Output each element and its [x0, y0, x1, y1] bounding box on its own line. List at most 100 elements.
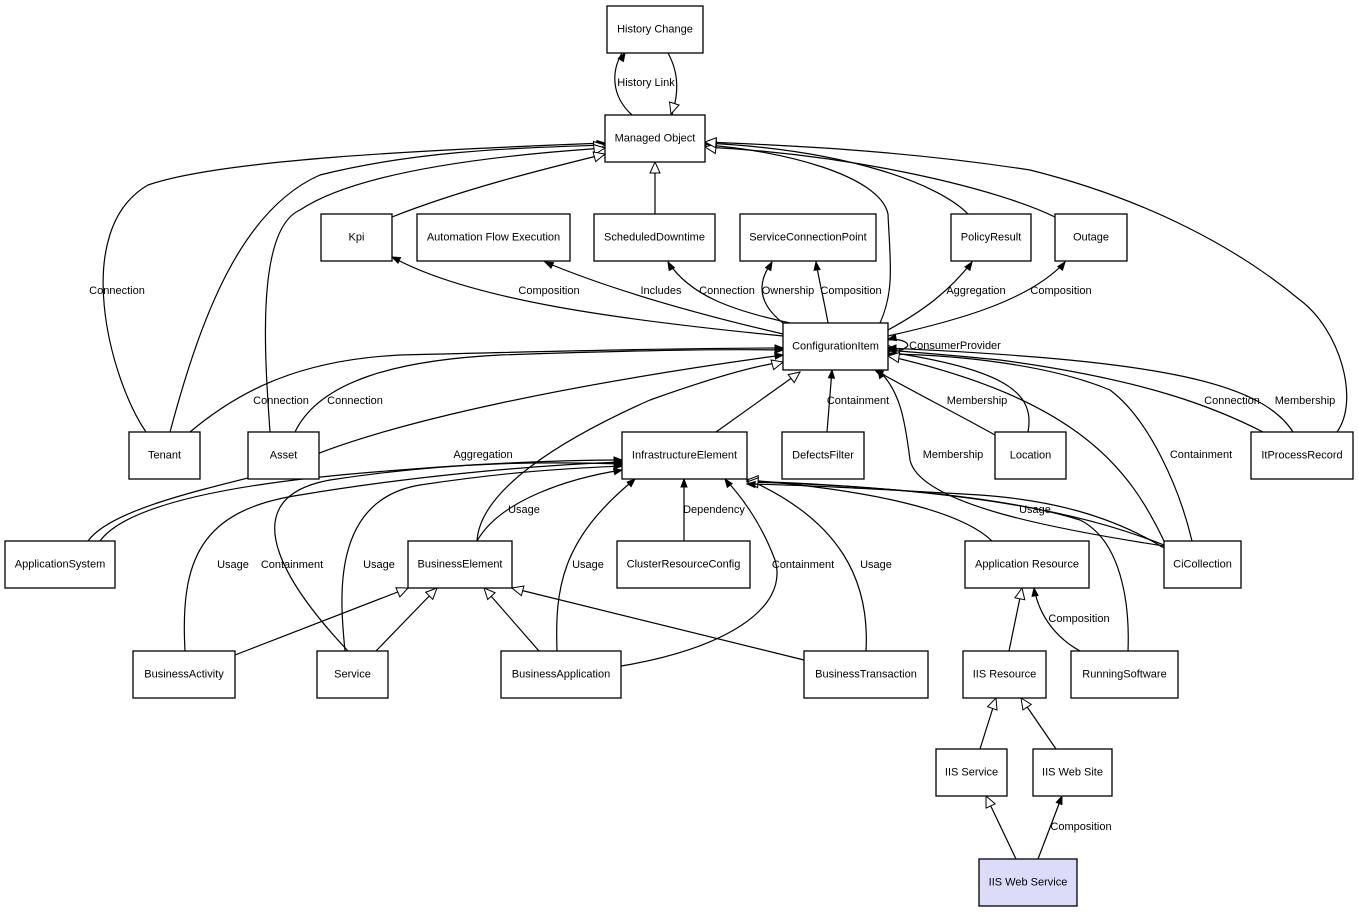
node-box[interactable]: [935, 748, 1008, 797]
node-box[interactable]: [247, 431, 320, 480]
edge-line: [556, 478, 636, 652]
node-label: IIS Web Service: [989, 877, 1068, 889]
node-box[interactable]: [128, 431, 201, 480]
node-iis-web-site[interactable]: IIS Web Site: [1032, 748, 1113, 797]
node-box[interactable]: [621, 431, 748, 480]
node-application-system[interactable]: ApplicationSystem: [4, 540, 116, 589]
node-iis-web-service[interactable]: IIS Web Service: [978, 858, 1078, 907]
node-box[interactable]: [962, 650, 1047, 699]
inheritance-arrowhead: [986, 696, 998, 711]
edge-line: [375, 587, 438, 652]
composition-edge: [390, 256, 784, 337]
node-box[interactable]: [803, 650, 929, 699]
node-box[interactable]: [320, 213, 393, 262]
inheritance-edge: [483, 587, 540, 652]
inheritance-arrowhead: [592, 151, 607, 163]
node-scheduled-downtime[interactable]: ScheduledDowntime: [593, 213, 716, 262]
node-box[interactable]: [1032, 748, 1113, 797]
edge-line: [391, 256, 784, 337]
node-application-resource[interactable]: Application Resource: [964, 540, 1090, 589]
node-kpi[interactable]: Kpi: [320, 213, 393, 262]
connection-edge: [886, 346, 1264, 433]
node-box[interactable]: [416, 213, 571, 262]
node-managed-object[interactable]: Managed Object: [604, 114, 706, 163]
node-label: Outage: [1073, 232, 1109, 244]
edge-line: [887, 349, 1264, 433]
node-box[interactable]: [994, 431, 1067, 480]
containment-edge: [826, 368, 836, 433]
node-box[interactable]: [606, 5, 704, 54]
node-service-connection-point[interactable]: ServiceConnectionPoint: [739, 213, 877, 262]
composition-edge: [1031, 586, 1081, 652]
node-label: IIS Web Site: [1042, 767, 1103, 779]
node-box[interactable]: [1250, 431, 1354, 480]
node-box[interactable]: [1054, 213, 1128, 262]
node-configuration-item[interactable]: ConfigurationItem: [782, 322, 889, 371]
node-business-activity[interactable]: BusinessActivity: [132, 650, 236, 699]
node-automation-flow-execution[interactable]: Automation Flow Execution: [416, 213, 571, 262]
association-edge: [745, 480, 1165, 549]
node-label: CiCollection: [1173, 559, 1232, 571]
node-label: Automation Flow Execution: [427, 232, 560, 244]
node-box[interactable]: [978, 858, 1078, 907]
node-box[interactable]: [1070, 650, 1179, 699]
node-defects-filter[interactable]: DefectsFilter: [781, 431, 865, 480]
edge-label: Usage: [1019, 504, 1051, 516]
node-running-software[interactable]: RunningSoftware: [1070, 650, 1179, 699]
node-box[interactable]: [132, 650, 236, 699]
node-outage[interactable]: Outage: [1054, 213, 1128, 262]
node-cluster-resource-config[interactable]: ClusterResourceConfig: [616, 540, 751, 589]
inheritance-edge: [234, 587, 410, 656]
node-box[interactable]: [616, 540, 751, 589]
node-box[interactable]: [781, 431, 865, 480]
node-box[interactable]: [739, 213, 877, 262]
node-policy-result[interactable]: PolicyResult: [950, 213, 1032, 262]
node-label: IIS Resource: [973, 669, 1037, 681]
edge-line: [887, 347, 1294, 433]
node-label: Kpi: [349, 232, 365, 244]
node-label: BusinessApplication: [512, 669, 610, 681]
node-box[interactable]: [593, 213, 716, 262]
node-service[interactable]: Service: [316, 650, 389, 699]
node-box[interactable]: [316, 650, 389, 699]
node-label: InfrastructureElement: [632, 450, 737, 462]
inheritance-edge: [715, 371, 801, 433]
node-business-transaction[interactable]: BusinessTransaction: [803, 650, 929, 699]
association-arrowhead: [877, 368, 886, 380]
node-box[interactable]: [407, 540, 513, 589]
node-infrastructure-element[interactable]: InfrastructureElement: [621, 431, 748, 480]
connection-edge: [294, 346, 785, 433]
node-it-process-record[interactable]: ItProcessRecord: [1250, 431, 1354, 480]
inheritance-edge: [1008, 586, 1026, 652]
node-asset[interactable]: Asset: [247, 431, 320, 480]
node-history-change[interactable]: History Change: [606, 5, 704, 54]
node-iis-service[interactable]: IIS Service: [935, 748, 1008, 797]
node-box[interactable]: [500, 650, 622, 699]
edge-label: Includes: [641, 285, 682, 297]
ownership-edge: [761, 260, 784, 324]
edge-line: [746, 483, 1165, 549]
node-label: History Change: [617, 24, 693, 36]
node-iis-resource[interactable]: IIS Resource: [962, 650, 1047, 699]
edge-label: Aggregation: [453, 449, 512, 461]
node-box[interactable]: [950, 213, 1032, 262]
edge-line: [1033, 587, 1081, 652]
node-box[interactable]: [1163, 540, 1242, 589]
node-box[interactable]: [604, 114, 706, 163]
node-box[interactable]: [4, 540, 116, 589]
node-box[interactable]: [782, 322, 889, 371]
node-business-application[interactable]: BusinessApplication: [500, 650, 622, 699]
edge-label: Composition: [1030, 285, 1091, 297]
node-ci-collection[interactable]: CiCollection: [1163, 540, 1242, 589]
node-box[interactable]: [964, 540, 1090, 589]
node-location[interactable]: Location: [994, 431, 1067, 480]
edge-line: [704, 146, 1056, 218]
inheritance-arrowhead: [395, 587, 410, 598]
node-label: DefectsFilter: [792, 450, 854, 462]
edge-line: [877, 369, 1165, 547]
node-tenant[interactable]: Tenant: [128, 431, 201, 480]
node-business-element[interactable]: BusinessElement: [407, 540, 513, 589]
node-label: BusinessActivity: [144, 669, 224, 681]
edge-line: [985, 795, 1017, 860]
